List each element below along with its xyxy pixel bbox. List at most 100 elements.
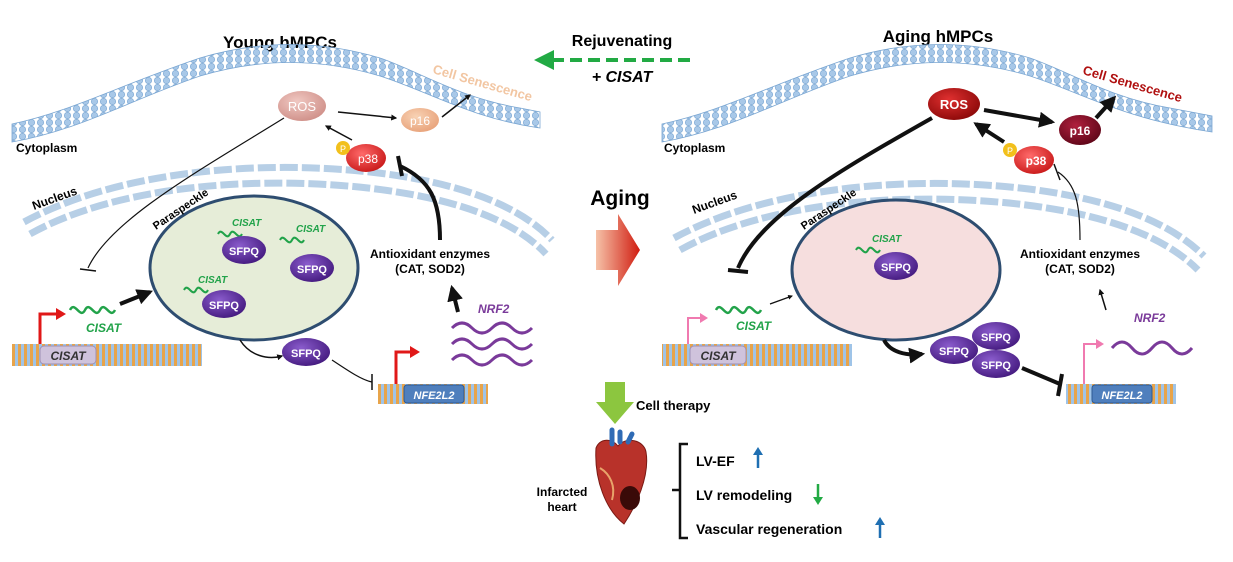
antioxidant-label-2-aging: (CAT, SOD2) <box>1045 262 1115 276</box>
aging-label: Aging <box>590 187 649 210</box>
cytoplasm-label: Cytoplasm <box>16 141 77 155</box>
sfpq-inhibit-line-aging <box>1021 366 1061 386</box>
cisat-to-paraspeckle-arrow-aging <box>769 295 793 305</box>
outcome-bracket <box>678 442 688 540</box>
heart-icon <box>595 427 648 525</box>
cisat-treatment-label: + CISAT <box>592 69 654 86</box>
sfpq-node-1 <box>222 236 266 264</box>
ros-to-p16-arrow <box>337 111 398 121</box>
cisat-promoter-arrow <box>38 312 58 344</box>
p16-to-senescence-arrow-aging <box>1094 95 1117 120</box>
sfpq-free-aging-3 <box>972 350 1020 378</box>
p16-node-aging <box>1059 115 1101 145</box>
sfpq-node-2 <box>290 254 334 282</box>
ros-node <box>278 91 326 121</box>
antioxidant-inhibit-line-aging <box>1057 171 1081 241</box>
ros-inhibit-line <box>87 117 285 269</box>
antioxidant-label-2: (CAT, SOD2) <box>395 262 465 276</box>
sfpq-free-label: SFPQ <box>291 348 321 360</box>
nrf2-to-antioxidant-arrow-aging <box>1098 288 1107 311</box>
p16-to-senescence-arrow <box>441 94 471 118</box>
cisat-promoter-arrow-aging <box>687 317 702 344</box>
sfpq-label-2: SFPQ <box>297 264 327 276</box>
cisat-gene-label-aging: CISAT <box>700 349 737 363</box>
sfpq-free-label-aging-3: SFPQ <box>981 360 1011 372</box>
cisat-gene-label: CISAT <box>50 349 87 363</box>
nrf2-to-antioxidant-arrow <box>447 284 463 313</box>
cell-membrane-aging <box>661 44 1213 143</box>
phospho-label: P <box>340 144 346 154</box>
outcome-vascular-regeneration: Vascular regeneration <box>696 521 842 537</box>
ros-node-aging <box>928 88 980 120</box>
cisat-rna-label-paraspeckle-aging: CISAT <box>872 234 902 245</box>
aging-title: Aging hMPCs <box>883 27 994 46</box>
cisat-rna-label-aging: CISAT <box>736 319 773 333</box>
outcome-lv-remodeling: LV remodeling <box>696 487 792 503</box>
down-arrow-icon <box>813 484 823 505</box>
sfpq-group-young: CISAT SFPQ CISAT SFPQ CISAT SFPQ <box>183 218 334 318</box>
up-arrow-icon <box>753 447 763 468</box>
infarcted-label-2: heart <box>547 500 576 514</box>
sfpq-free-aging-2 <box>972 322 1020 350</box>
nrf2-label-aging: NRF2 <box>1134 311 1166 325</box>
nfe2l2-label: NFE2L2 <box>414 390 455 402</box>
sfpq-node-3 <box>202 290 246 318</box>
cell-membrane <box>11 44 541 143</box>
outcome-lvef: LV-EF <box>696 453 735 469</box>
ros-label-aging: ROS <box>940 97 969 112</box>
rejuvenating-label: Rejuvenating <box>572 33 672 50</box>
cisat-gene <box>39 345 97 365</box>
nrf2-mrna-3 <box>450 353 534 367</box>
sfpq-label-3: SFPQ <box>209 300 239 312</box>
p38-node-aging <box>1014 146 1054 174</box>
sfpq-free-aging-1 <box>930 336 978 364</box>
ros-label: ROS <box>288 99 317 114</box>
cisat-rna-label: CISAT <box>86 321 123 335</box>
cisat-rna-aging <box>714 305 763 315</box>
cisat-gene-aging <box>689 345 747 365</box>
cisat-rna-young <box>68 305 117 315</box>
cisat-rna-label-2: CISAT <box>296 224 326 235</box>
nfe2l2-promoter-arrow <box>394 350 412 384</box>
sfpq-free-label-aging-2: SFPQ <box>981 332 1011 344</box>
p16-label-aging: p16 <box>1070 124 1091 138</box>
nucleus-label-aging: Nucleus <box>690 188 739 217</box>
nfe2l2-promoter-arrow-aging <box>1083 343 1098 384</box>
cell-therapy-label: Cell therapy <box>636 398 711 413</box>
nfe2l2-gene <box>403 384 465 404</box>
antioxidant-label-1-aging: Antioxidant enzymes <box>1020 247 1140 261</box>
cell-therapy-arrow <box>596 382 634 424</box>
cisat-rna-label-3: CISAT <box>198 275 228 286</box>
ros-to-p16-arrow-aging <box>983 108 1056 128</box>
p16-node <box>401 108 439 132</box>
infarcted-label-1: Infarcted <box>537 485 588 499</box>
sfpq-label-1: SFPQ <box>229 246 259 258</box>
phospho-node <box>336 141 350 155</box>
antioxidant-label-1: Antioxidant enzymes <box>370 247 490 261</box>
paraspeckle-release-arrow-aging <box>882 338 926 364</box>
cisat-to-paraspeckle-arrow <box>119 289 153 306</box>
aging-panel: Aging hMPCs Cytoplasm Nucleus ROS p16 Ce… <box>661 27 1213 404</box>
sfpq-label-paraspeckle-aging: SFPQ <box>881 262 911 274</box>
nrf2-mrna-1 <box>450 321 534 335</box>
p38-label-aging: p38 <box>1026 154 1047 168</box>
up-arrow-icon <box>875 517 885 538</box>
p38-to-ros-arrow-aging <box>973 122 1006 144</box>
antioxidant-inhibit-line <box>399 164 442 241</box>
ros-inhibit-line-aging <box>736 116 933 269</box>
paraspeckle-release-arrow <box>239 339 284 361</box>
aging-arrow <box>596 214 640 286</box>
sfpq-free-young <box>282 338 330 366</box>
nuclear-envelope-aging <box>672 179 1207 259</box>
cytoplasm-label-aging: Cytoplasm <box>664 141 725 155</box>
nrf2-label: NRF2 <box>478 302 510 316</box>
phospho-node-aging <box>1003 143 1017 157</box>
cisat-rna-label-1: CISAT <box>232 218 262 229</box>
nfe2l2-label-aging: NFE2L2 <box>1102 390 1143 402</box>
center-transition: Rejuvenating + CISAT Aging Cell therapy … <box>534 33 885 540</box>
nrf2-mrna-2 <box>450 337 534 351</box>
p38-node <box>346 144 386 172</box>
p38-to-ros-arrow <box>324 125 353 141</box>
nrf2-mrna-aging <box>1110 340 1194 356</box>
